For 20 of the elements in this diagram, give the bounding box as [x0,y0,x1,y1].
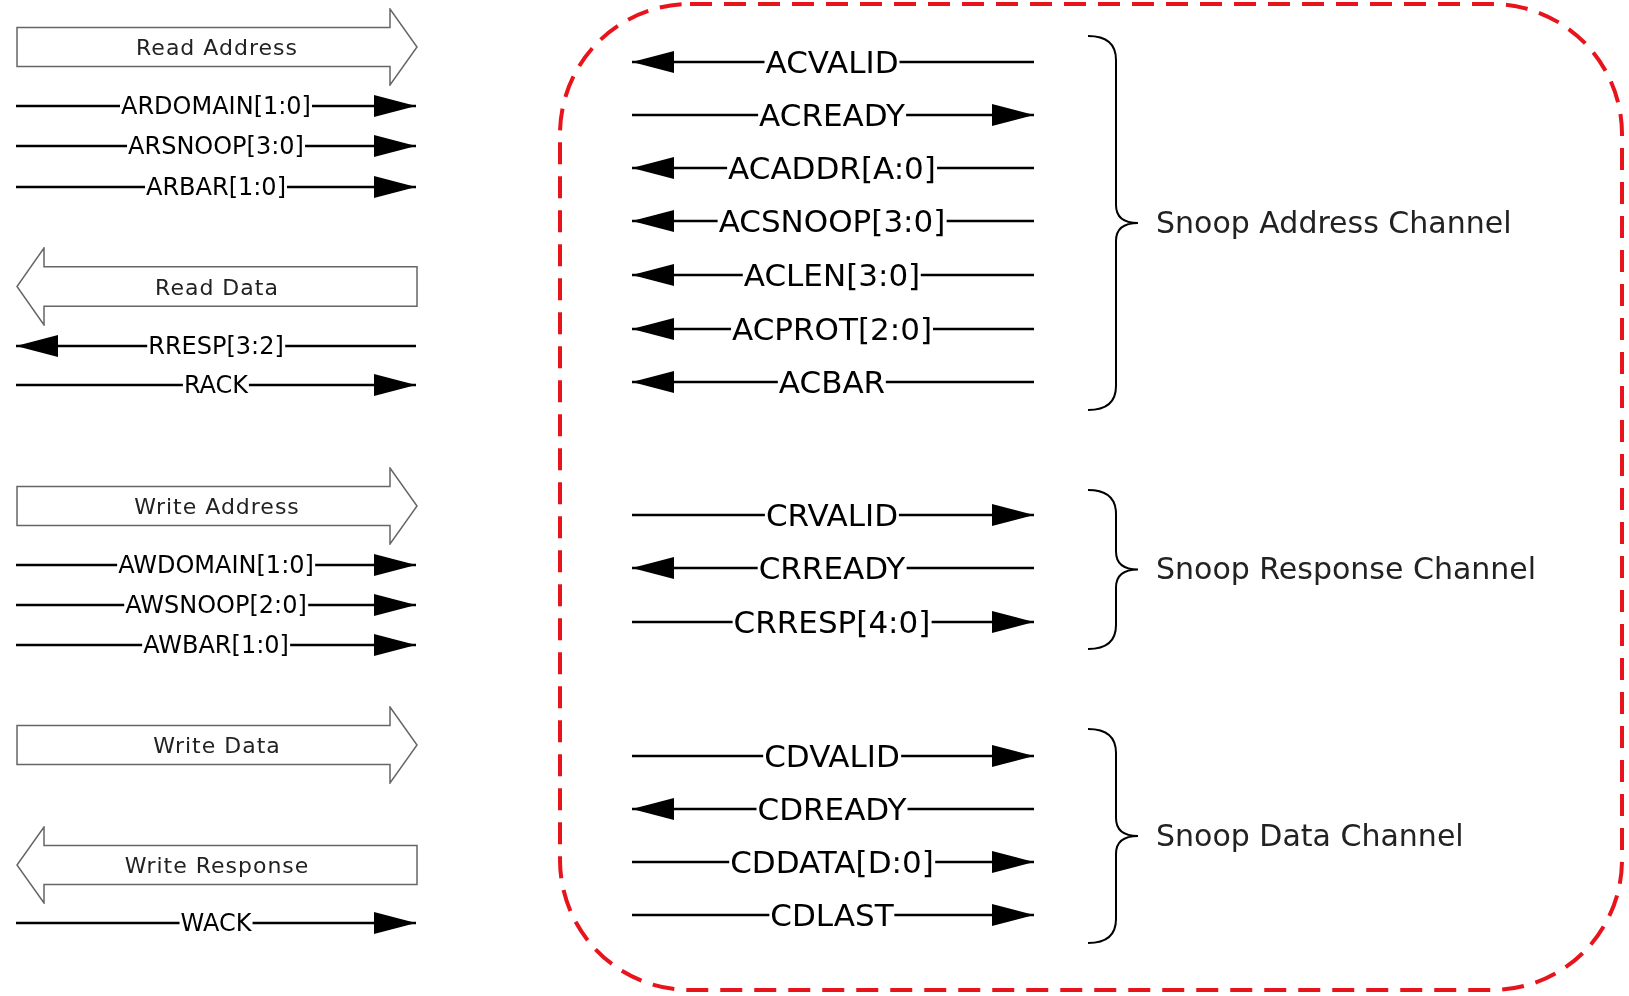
block-arrow [16,467,418,545]
block-arrow [16,8,418,86]
signal-label: AWSNOOP[2:0] [124,593,308,617]
signal-label: ARDOMAIN[1:0] [120,94,312,118]
bus-label: Write Data [152,731,282,760]
bus-label: Read Address [135,33,299,62]
signal-label: ARSNOOP[3:0] [127,134,305,158]
block-arrow [16,826,418,904]
signal-label: RRESP[3:2] [147,334,285,358]
signal-label: AWBAR[1:0] [142,633,290,657]
channel-label: Snoop Data Channel [1156,816,1464,855]
block-arrow [16,247,418,326]
bus-label: Write Response [123,851,311,880]
signal-label: ARBAR[1:0] [145,175,287,199]
channel-label: Snoop Response Channel [1156,549,1537,588]
bus-label: Read Data [154,273,280,301]
block-arrow [16,706,418,784]
bus-label: Write Address [133,492,301,521]
signal-label: AWDOMAIN[1:0] [117,553,315,577]
channel-label: Snoop Address Channel [1156,203,1512,242]
